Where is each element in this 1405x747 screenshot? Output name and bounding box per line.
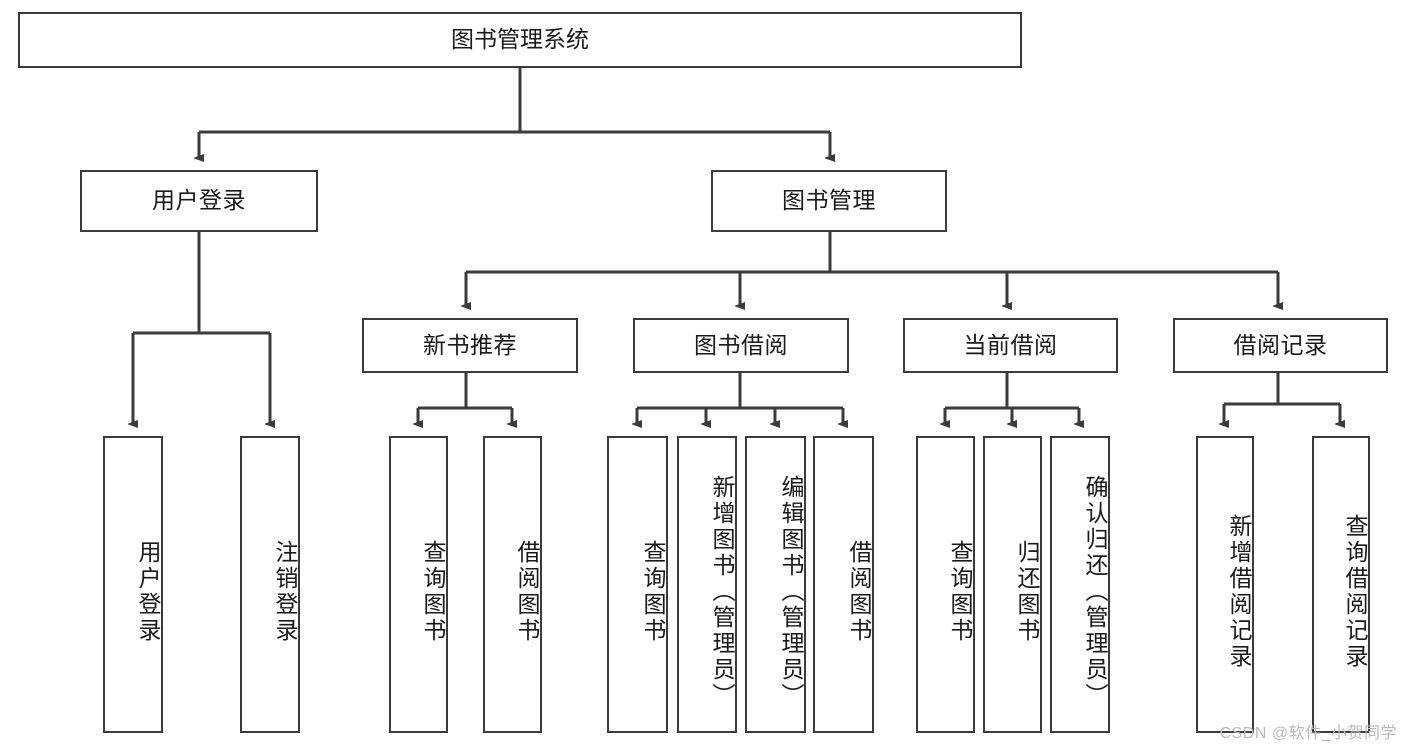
node-root[interactable]: 图书管理系统 [18,12,1022,68]
node-current-borrow[interactable]: 当前借阅 [903,318,1118,373]
leaf-label: 借阅图书 [514,539,540,644]
leaf-user-login-0[interactable]: 用户登录 [103,436,163,733]
leaf-label: 编辑图书（管理员） [778,474,804,709]
leaf-label: 归还图书 [1014,539,1040,644]
watermark: CSDN @软件_小贺同学 [1219,725,1397,742]
node-borrow-record[interactable]: 借阅记录 [1173,318,1388,373]
node-new-book-rec-label: 新书推荐 [423,331,517,358]
node-book-borrow-label: 图书借阅 [694,331,788,358]
node-user-login-label: 用户登录 [152,187,246,214]
leaf-current-borrow-2[interactable]: 确认归还（管理员） [1050,436,1110,733]
node-book-borrow[interactable]: 图书借阅 [633,318,849,373]
leaf-user-login-1[interactable]: 注销登录 [240,436,300,733]
leaf-label: 确认归还（管理员） [1082,474,1108,709]
leaf-new-book-rec-1[interactable]: 借阅图书 [483,436,542,733]
node-borrow-record-label: 借阅记录 [1233,331,1328,358]
node-user-login[interactable]: 用户登录 [80,170,318,232]
leaf-label: 注销登录 [272,539,298,644]
node-current-borrow-label: 当前借阅 [963,331,1058,358]
leaf-current-borrow-0[interactable]: 查询图书 [916,436,975,733]
leaf-borrow-record-0[interactable]: 新增借阅记录 [1196,436,1254,733]
leaf-label: 新增借阅记录 [1226,513,1252,670]
leaf-label: 查询借阅记录 [1342,513,1368,670]
leaf-current-borrow-1[interactable]: 归还图书 [983,436,1042,733]
node-root-label: 图书管理系统 [451,26,589,53]
leaf-label: 查询图书 [947,539,973,644]
node-book-manage-label: 图书管理 [782,187,876,214]
leaf-new-book-rec-0[interactable]: 查询图书 [389,436,448,733]
leaf-book-borrow-1[interactable]: 新增图书（管理员） [677,436,737,733]
leaf-book-borrow-2[interactable]: 编辑图书（管理员） [745,436,806,733]
leaf-label: 借阅图书 [846,539,872,644]
leaf-label: 查询图书 [420,539,446,644]
leaf-label: 查询图书 [640,539,666,644]
leaf-borrow-record-1[interactable]: 查询借阅记录 [1312,436,1370,733]
leaf-label: 用户登录 [135,539,161,644]
node-book-manage[interactable]: 图书管理 [711,170,947,232]
leaf-book-borrow-0[interactable]: 查询图书 [607,436,668,733]
leaf-label: 新增图书（管理员） [709,474,735,709]
leaf-book-borrow-3[interactable]: 借阅图书 [813,436,874,733]
node-new-book-rec[interactable]: 新书推荐 [362,318,578,373]
